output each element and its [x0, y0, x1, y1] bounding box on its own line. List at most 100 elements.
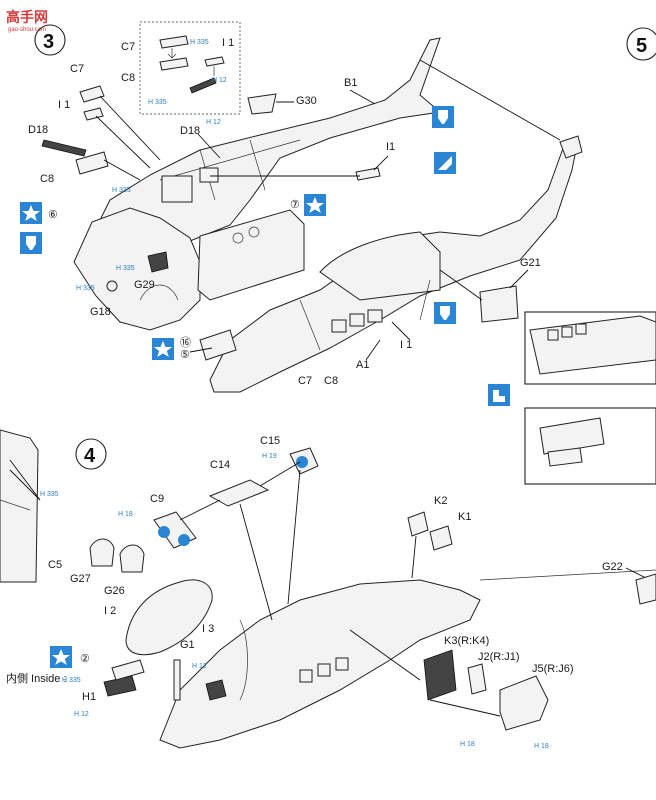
- label-a1: A1: [356, 359, 369, 371]
- label-k2: K2: [434, 495, 447, 507]
- detail-box-windows: [524, 311, 656, 385]
- detail-box-hatch: [524, 407, 656, 485]
- label-c8-left: C8: [40, 173, 54, 185]
- label-j2: J2(R:J1): [478, 651, 520, 663]
- step-3-marker: 3: [34, 24, 66, 56]
- label-c7-left: C7: [70, 63, 84, 75]
- part-g30: [247, 93, 277, 115]
- label-g1: G1: [180, 639, 195, 651]
- watermark-brand: 高手网: [6, 9, 48, 25]
- part-g29: [147, 251, 169, 273]
- label-i1-left: I 1: [58, 99, 70, 111]
- decal-6: ⑥: [48, 209, 58, 221]
- step-4-marker: 4: [75, 438, 107, 470]
- paint-h18-k3: H 18: [460, 741, 475, 748]
- label-i2: I 2: [104, 605, 116, 617]
- paint-h18-c9: H 18: [118, 511, 133, 518]
- star-decal-icon: [20, 202, 42, 224]
- paint-h12-g1: H 12: [192, 663, 207, 670]
- cockpit-section: [73, 207, 305, 331]
- part-j5: [499, 675, 549, 731]
- part-g21: [479, 285, 519, 323]
- label-b1: B1: [344, 77, 357, 89]
- part-g1: [173, 659, 181, 701]
- decal-16: ⑯: [180, 336, 191, 349]
- paint-h12-h1: H 12: [74, 711, 89, 718]
- part-c5-panel: [0, 429, 39, 583]
- part-i1-left: [83, 107, 104, 121]
- paint-h335-inset: H 335: [190, 39, 209, 46]
- decal-7: ⑦: [290, 199, 300, 211]
- cement-tube-icon: [432, 106, 454, 128]
- tail-fin: [559, 135, 583, 159]
- step-5-number: 5: [636, 35, 647, 57]
- paint-h19-c15: H 19: [262, 453, 277, 460]
- paint-h335-inset-b: H 335: [148, 99, 167, 106]
- label-c8-inset: C8: [121, 72, 135, 84]
- part-i2: [125, 579, 213, 656]
- label-i3: I 3: [202, 623, 214, 635]
- label-c14: C14: [210, 459, 230, 471]
- part-c14: [208, 479, 270, 507]
- label-g18: G18: [90, 306, 111, 318]
- label-k1: K1: [458, 511, 471, 523]
- label-h1: H1: [82, 691, 96, 703]
- label-d18-mid: D18: [180, 125, 200, 137]
- label-i1-lower: I 1: [400, 339, 412, 351]
- star-decal-icon: [152, 338, 174, 360]
- part-g22: [635, 573, 656, 605]
- part-d18-left: [41, 139, 87, 157]
- decal-2: ②: [80, 653, 90, 665]
- label-j5: J5(R:J6): [532, 663, 574, 675]
- label-g21: G21: [520, 257, 541, 269]
- part-k3: [423, 649, 457, 701]
- part-i3: [205, 679, 227, 701]
- step-3-number: 3: [43, 31, 54, 53]
- step-5-marker: 5: [626, 27, 656, 61]
- label-d18-left: D18: [28, 124, 48, 136]
- decal-5: ⑤: [180, 349, 190, 361]
- fuselage-half-a1: [209, 139, 579, 393]
- cement-tube-icon: [20, 232, 42, 254]
- watermark: 高手网 gao-shou.com: [6, 9, 48, 33]
- part-c7-left: [79, 85, 105, 103]
- label-inside: 内側 Inside :: [6, 671, 67, 685]
- paint-h335-inside: H 335: [62, 677, 81, 684]
- paint-h335-g18: H 335: [76, 285, 95, 292]
- part-g27: [89, 538, 115, 567]
- label-c9: C9: [150, 493, 164, 505]
- label-c7-lower: C7: [298, 375, 312, 387]
- cement-tube-icon: [434, 302, 456, 324]
- label-c7-inset: C7: [121, 41, 135, 53]
- paint-h12-inset: H 12: [212, 77, 227, 84]
- label-c8-lower: C8: [324, 375, 338, 387]
- paint-h335-upper: H 335: [112, 187, 131, 194]
- label-c5: C5: [48, 559, 62, 571]
- label-g22: G22: [602, 561, 623, 573]
- part-i1-mid: [355, 167, 381, 181]
- paint-h12-mid: H 12: [206, 119, 221, 126]
- part-c15-paint: [296, 456, 308, 468]
- watermark-url: gao-shou.com: [8, 27, 46, 33]
- fuselage-assembled: [159, 569, 656, 749]
- parts-assembly-icon: [434, 152, 456, 174]
- step-4-number: 4: [84, 445, 96, 467]
- fuselage-half-b1: [89, 37, 442, 263]
- part-k2: [407, 511, 429, 537]
- paint-h335-c5: H 335: [40, 491, 59, 498]
- label-g26: G26: [104, 585, 125, 597]
- parts-inset-box: [139, 21, 241, 115]
- label-i1-mid: I1: [386, 141, 395, 153]
- label-k3: K3(R:K4): [444, 635, 489, 647]
- star-decal-icon: [50, 646, 72, 668]
- part-g18: [106, 280, 118, 292]
- part-c8-left: [75, 151, 109, 175]
- label-g27: G27: [70, 573, 91, 585]
- paint-h18-j5: H 18: [534, 743, 549, 750]
- part-k1: [429, 525, 453, 551]
- star-decal-icon: [304, 194, 326, 216]
- label-i1-inset: I 1: [222, 37, 234, 49]
- clip-icon: [488, 384, 510, 406]
- paint-h335-cockpit: H 335: [116, 265, 135, 272]
